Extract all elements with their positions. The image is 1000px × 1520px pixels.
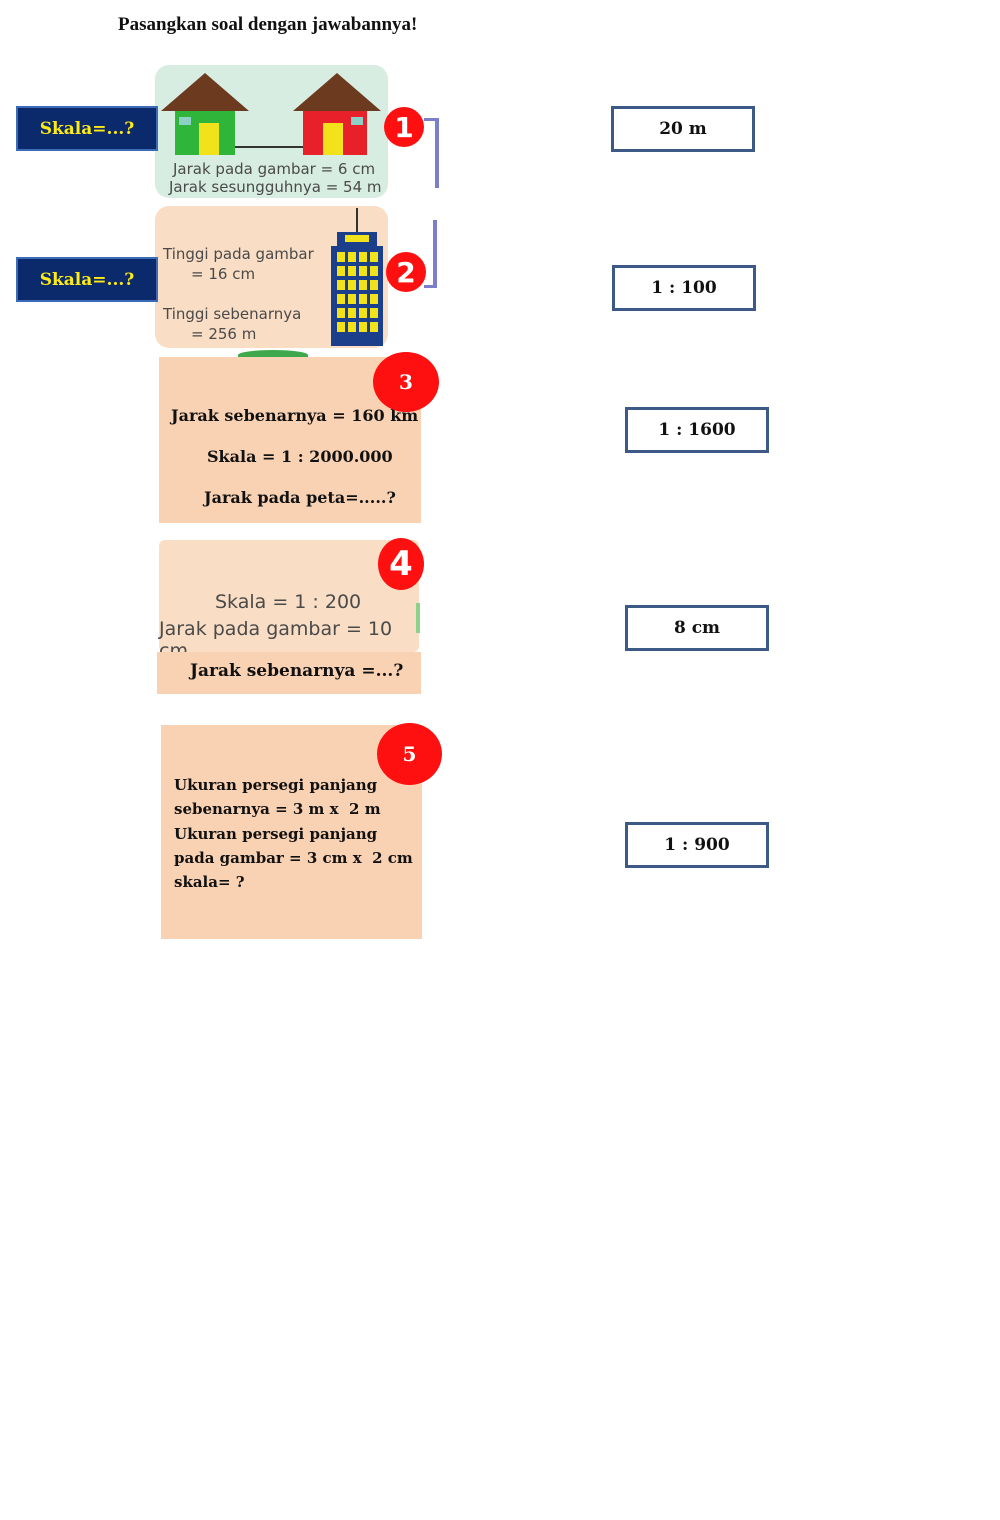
question-card-3[interactable]: Jarak sebenarnya = 160 km Skala = 1 : 20… [159,357,421,523]
answer-box-4[interactable]: 8 cm [625,605,769,651]
q1-line2: Jarak sesungguhnya = 54 m [169,178,382,196]
q5-line5: skala= ? [174,873,245,891]
houses-illustration [161,73,381,155]
building-illustration [331,208,383,346]
q4-line3: Jarak sebenarnya =...? [190,661,404,681]
q2-line1: Tinggi pada gambar [163,245,314,263]
q3-line1: Jarak sebenarnya = 160 km [171,406,419,425]
q5-line2: sebenarnya = 3 m x 2 m [174,800,381,818]
connector-line [435,118,439,188]
q3-line3: Jarak pada peta=.....? [204,488,396,507]
page-title: Pasangkan soal dengan jawabannya! [118,14,418,35]
q4-line1: Skala = 1 : 200 [215,591,362,613]
answer-box-3[interactable]: 1 : 1600 [625,407,769,453]
question-4-prompt[interactable]: Jarak sebenarnya =...? [157,652,421,694]
question-card-1[interactable]: Jarak pada gambar = 6 cm Jarak sesungguh… [155,65,388,198]
badge-4: 4 [378,538,424,590]
skala-button-1[interactable]: Skala=...? [16,106,158,151]
connector-line [433,220,437,288]
q5-line4: pada gambar = 3 cm x 2 cm [174,849,413,867]
connector-line [424,285,437,288]
answer-box-5[interactable]: 1 : 900 [625,822,769,868]
badge-2: 2 [386,252,426,292]
q2-line4: = 256 m [191,325,257,343]
q1-line1: Jarak pada gambar = 6 cm [173,160,376,178]
question-card-2[interactable]: Tinggi pada gambar = 16 cm Tinggi sebena… [155,206,388,348]
decorative-shape [416,603,420,633]
badge-5: 5 [377,723,442,785]
q2-line2: = 16 cm [191,265,256,283]
q2-line3: Tinggi sebenarnya [163,305,302,323]
badge-3: 3 [373,352,439,412]
decorative-shape [238,350,308,360]
connector-line [424,118,438,121]
q3-line2: Skala = 1 : 2000.000 [207,447,393,466]
skala-button-2[interactable]: Skala=...? [16,257,158,302]
answer-box-1[interactable]: 20 m [611,106,755,152]
badge-1: 1 [384,107,424,147]
question-card-4[interactable]: Skala = 1 : 200 Jarak pada gambar = 10 c… [159,540,419,662]
q5-line3: Ukuran persegi panjang [174,825,378,843]
q5-line1: Ukuran persegi panjang [174,776,378,794]
answer-box-2[interactable]: 1 : 100 [612,265,756,311]
